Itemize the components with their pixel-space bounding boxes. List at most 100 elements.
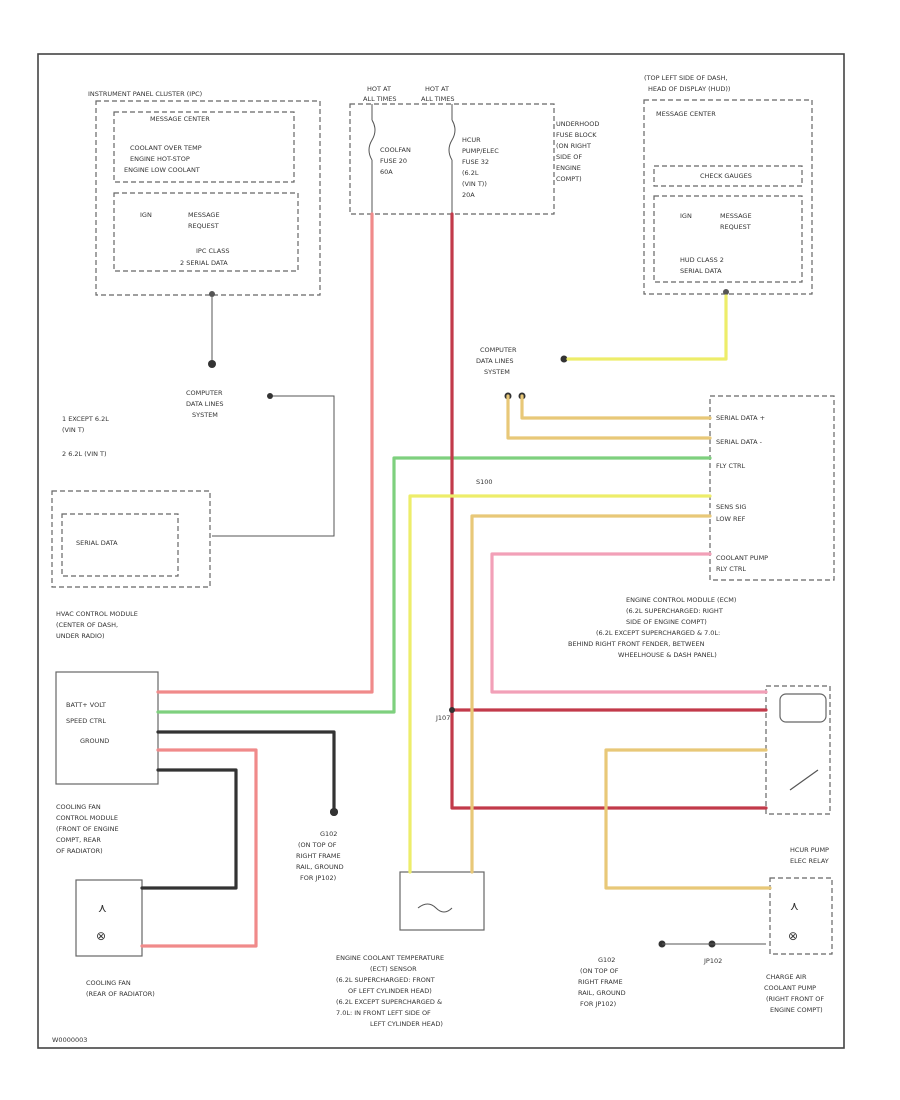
svg-text:FOR JP102): FOR JP102) — [580, 1000, 616, 1008]
svg-text:SERIAL DATA -: SERIAL DATA - — [716, 438, 763, 446]
svg-text:(FRONT OF ENGINE: (FRONT OF ENGINE — [56, 825, 119, 833]
svg-text:COOLING FAN: COOLING FAN — [86, 979, 131, 987]
svg-text:(TOP LEFT SIDE OF DASH,: (TOP LEFT SIDE OF DASH, — [644, 74, 728, 82]
hud-block: (TOP LEFT SIDE OF DASH, HEAD OF DISPLAY … — [643, 74, 813, 295]
svg-text:SYSTEM: SYSTEM — [484, 368, 510, 376]
ecm-block: SERIAL DATA + SERIAL DATA - FLY CTRL SEN… — [568, 395, 835, 659]
svg-text:SERIAL DATA +: SERIAL DATA + — [716, 414, 765, 422]
fan-motor-icon: ⋏ — [98, 901, 107, 915]
svg-text:BEHIND RIGHT FRONT FENDER, BET: BEHIND RIGHT FRONT FENDER, BETWEEN — [568, 640, 705, 648]
svg-text:(ON TOP OF: (ON TOP OF — [298, 841, 337, 849]
hcur-relay: HCUR PUMP ELEC RELAY — [765, 685, 831, 865]
ipc-req: REQUEST — [188, 222, 219, 230]
svg-text:IGN: IGN — [680, 212, 692, 220]
svg-text:COOLFAN: COOLFAN — [380, 146, 411, 154]
svg-text:(VIN T)): (VIN T)) — [462, 180, 487, 188]
svg-text:(6.2L: (6.2L — [462, 169, 479, 177]
svg-text:BATT+ VOLT: BATT+ VOLT — [66, 701, 106, 709]
notes: 1 EXCEPT 6.2L (VIN T) 2 6.2L (VIN T) — [62, 415, 109, 458]
j107-label: J107 — [435, 714, 450, 722]
svg-text:HEAD OF DISPLAY (HUD)): HEAD OF DISPLAY (HUD)) — [648, 85, 730, 93]
svg-text:COMPT): COMPT) — [556, 175, 582, 183]
ipc-serial: 2 SERIAL DATA — [180, 259, 228, 267]
g102-right: G102 (ON TOP OF RIGHT FRAME RAIL, GROUND… — [578, 940, 766, 1008]
svg-text:COOLING FAN: COOLING FAN — [56, 803, 101, 811]
wire-red-coolfan — [156, 212, 374, 694]
svg-text:(ON TOP OF: (ON TOP OF — [580, 967, 619, 975]
svg-text:ALL TIMES: ALL TIMES — [363, 95, 396, 103]
svg-text:REQUEST: REQUEST — [720, 223, 751, 231]
svg-text:JP102: JP102 — [703, 957, 722, 965]
diagram-border — [37, 53, 845, 1049]
svg-text:(VIN T): (VIN T) — [62, 426, 84, 434]
fuse-block: HOT AT ALL TIMES HOT AT ALL TIMES COOLFA… — [349, 85, 599, 215]
svg-text:CHECK GAUGES: CHECK GAUGES — [700, 172, 752, 180]
wire-tan-lowref — [470, 514, 712, 874]
hvac-serial-label: SERIAL DATA — [76, 539, 118, 547]
svg-text:MESSAGE: MESSAGE — [720, 212, 752, 220]
svg-text:1 EXCEPT 6.2L: 1 EXCEPT 6.2L — [62, 415, 109, 423]
svg-text:ELEC RELAY: ELEC RELAY — [790, 857, 829, 865]
svg-text:7.0L: IN FRONT LEFT SIDE OF: 7.0L: IN FRONT LEFT SIDE OF — [336, 1009, 431, 1017]
svg-text:HOT AT: HOT AT — [367, 85, 391, 93]
svg-text:WHEELHOUSE & DASH PANEL): WHEELHOUSE & DASH PANEL) — [618, 651, 717, 659]
ipc-msg: MESSAGE — [188, 211, 220, 219]
ipc-ign: IGN — [140, 211, 152, 219]
pump-blade-icon: ⊗ — [788, 929, 798, 943]
svg-text:CONTROL MODULE: CONTROL MODULE — [56, 814, 118, 822]
svg-text:COMPUTER: COMPUTER — [186, 389, 223, 397]
svg-text:HCUR: HCUR — [462, 136, 481, 144]
svg-text:SPEED CTRL: SPEED CTRL — [66, 717, 106, 725]
svg-text:(CENTER OF DASH,: (CENTER OF DASH, — [56, 621, 118, 629]
svg-text:(ECT) SENSOR: (ECT) SENSOR — [370, 965, 417, 973]
svg-text:OF LEFT CYLINDER HEAD): OF LEFT CYLINDER HEAD) — [348, 987, 432, 995]
fan-blade-icon: ⊗ — [96, 929, 106, 943]
g102-left: G102 (ON TOP OF RIGHT FRAME RAIL, GROUND… — [296, 808, 344, 882]
svg-text:UNDERHOOD: UNDERHOOD — [556, 120, 599, 128]
cdls-center: COMPUTER DATA LINES SYSTEM — [476, 346, 568, 400]
svg-text:HUD CLASS 2: HUD CLASS 2 — [680, 256, 724, 264]
wire-red-fanmotor — [140, 748, 258, 948]
coolant-msg-3: ENGINE LOW COOLANT — [124, 166, 200, 174]
footer-code: W0000003 — [52, 1036, 87, 1044]
wire-yellow-sens — [408, 494, 712, 874]
svg-text:MESSAGE CENTER: MESSAGE CENTER — [656, 110, 716, 118]
svg-text:ENGINE: ENGINE — [556, 164, 581, 172]
svg-text:GROUND: GROUND — [80, 737, 109, 745]
svg-text:SERIAL DATA: SERIAL DATA — [680, 267, 722, 275]
svg-text:RAIL, GROUND: RAIL, GROUND — [578, 989, 626, 997]
svg-text:LEFT CYLINDER HEAD): LEFT CYLINDER HEAD) — [370, 1020, 443, 1028]
svg-text:(REAR OF RADIATOR): (REAR OF RADIATOR) — [86, 990, 155, 998]
coolant-msg-2: ENGINE HOT-STOP — [130, 155, 190, 163]
svg-text:HOT AT: HOT AT — [425, 85, 449, 93]
ect-sensor: ENGINE COOLANT TEMPERATURE (ECT) SENSOR … — [336, 871, 485, 1028]
svg-text:ENGINE CONTROL MODULE (ECM): ENGINE CONTROL MODULE (ECM) — [626, 596, 736, 604]
svg-text:FUSE BLOCK: FUSE BLOCK — [556, 131, 597, 139]
svg-text:RLY CTRL: RLY CTRL — [716, 565, 746, 573]
svg-text:SYSTEM: SYSTEM — [192, 411, 218, 419]
svg-text:DATA LINES: DATA LINES — [186, 400, 223, 408]
svg-text:COMPT, REAR: COMPT, REAR — [56, 836, 101, 844]
svg-text:LOW REF: LOW REF — [716, 515, 746, 523]
svg-text:FOR JP102): FOR JP102) — [300, 874, 336, 882]
ipc-connector-dot — [208, 360, 216, 368]
wire-tan-serial2 — [506, 394, 712, 440]
coolant-msg-1: COOLANT OVER TEMP — [130, 144, 202, 152]
ipc-class: IPC CLASS — [196, 247, 229, 255]
wire-black-fanmotor — [140, 768, 238, 890]
svg-text:RIGHT FRAME: RIGHT FRAME — [578, 978, 623, 986]
svg-text:20A: 20A — [462, 191, 475, 199]
hvac-module: SERIAL DATA HVAC CONTROL MODULE (CENTER … — [51, 490, 211, 640]
wire-darkred-hcur — [450, 212, 768, 810]
svg-text:ALL TIMES: ALL TIMES — [421, 95, 454, 103]
svg-text:RIGHT FRAME: RIGHT FRAME — [296, 852, 341, 860]
s100-label: S100 — [476, 478, 493, 486]
wire-tan-relay-pump — [604, 748, 772, 890]
wire-black-ground — [156, 730, 336, 810]
svg-text:(6.2L EXCEPT SUPERCHARGED & 7.: (6.2L EXCEPT SUPERCHARGED & 7.0L: — [596, 629, 720, 637]
svg-text:HCUR PUMP: HCUR PUMP — [790, 846, 829, 854]
fan-control-module: BATT+ VOLT SPEED CTRL GROUND COOLING FAN… — [55, 671, 159, 855]
ipc-block: INSTRUMENT PANEL CLUSTER (IPC) MESSAGE C… — [88, 90, 321, 368]
pump-motor-icon: ⋏ — [790, 899, 799, 913]
